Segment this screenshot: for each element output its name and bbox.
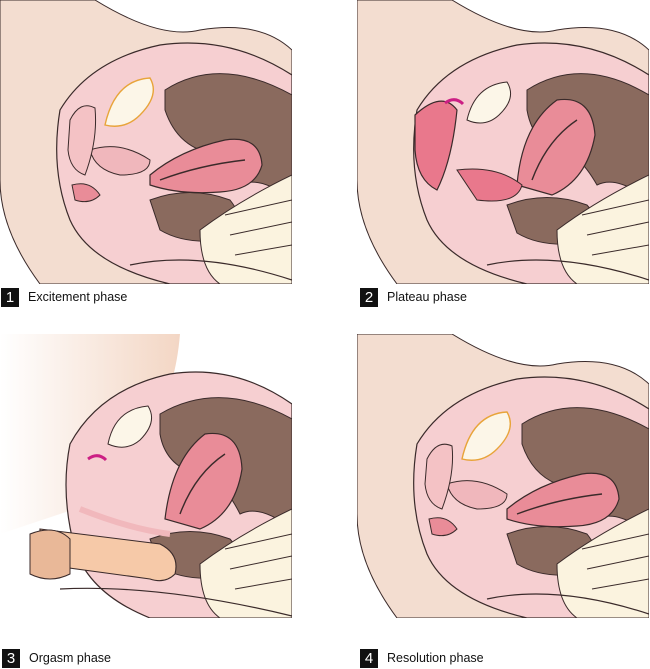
resolution-phase-illustration [357,334,649,618]
plateau-phase-illustration [357,0,649,284]
caption-resolution: 4 Resolution phase [360,648,484,668]
phase-label: Resolution phase [387,651,484,665]
phase-number-badge: 4 [360,648,378,668]
orgasm-phase-illustration [0,334,292,618]
phase-label: Excitement phase [28,290,128,304]
phase-number-badge: 3 [2,648,20,668]
phase-label: Orgasm phase [29,651,111,665]
phase-label: Plateau phase [387,290,467,304]
phase-number-badge: 2 [360,287,378,307]
excitement-phase-illustration [0,0,292,284]
caption-excitement: 1 Excitement phase [1,287,127,307]
phase-number-badge: 1 [1,287,19,307]
caption-plateau: 2 Plateau phase [360,287,467,307]
caption-orgasm: 3 Orgasm phase [2,648,111,668]
